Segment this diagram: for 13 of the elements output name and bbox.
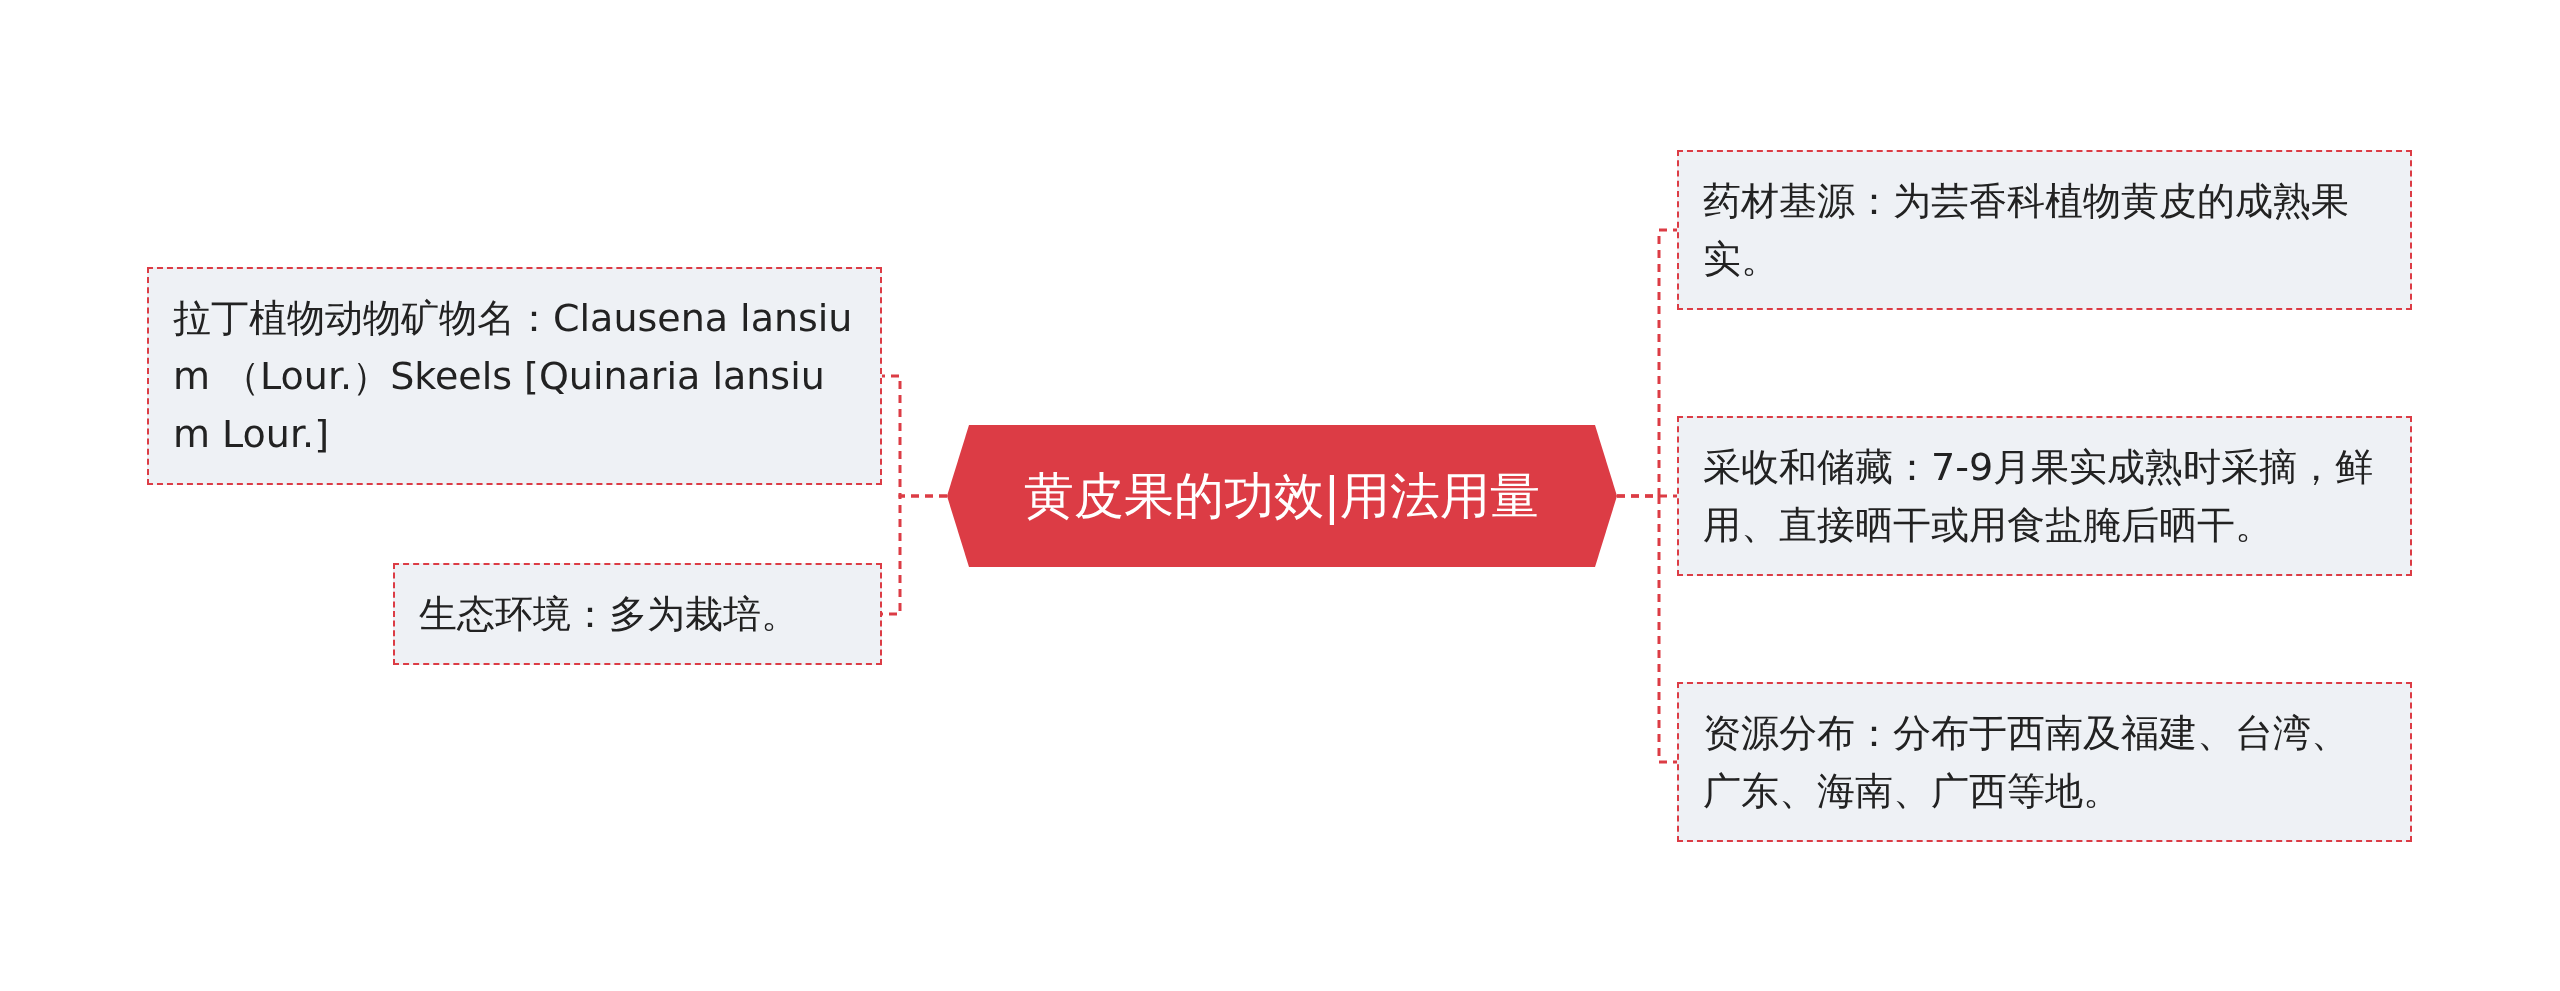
note-text: 拉丁植物动物矿物名：Clausena lansium （Lour.）Skeels [Quinaria lansium Lour.] [173, 296, 853, 456]
connector-line [1617, 494, 1677, 764]
topic-text: 黄皮果的功效|用法用量 [1023, 465, 1541, 527]
note-box [1677, 150, 2412, 310]
note-box [1677, 682, 2412, 842]
note-box [393, 563, 882, 665]
note-box [1677, 416, 2412, 576]
note-text: 采收和储藏：7-9月果实成熟时采摘，鲜用、直接晒干或用食盐腌后晒干。 [1703, 445, 2374, 547]
note-text: 药材基源：为芸香科植物黄皮的成熟果实。 [1703, 179, 2349, 281]
note-box [147, 267, 882, 485]
note-text: 生态环境：多为栽培。 [419, 592, 799, 636]
topic-hexagon [947, 425, 1617, 567]
note-text: 资源分布：分布于西南及福建、台湾、广东、海南、广西等地。 [1703, 711, 2349, 813]
